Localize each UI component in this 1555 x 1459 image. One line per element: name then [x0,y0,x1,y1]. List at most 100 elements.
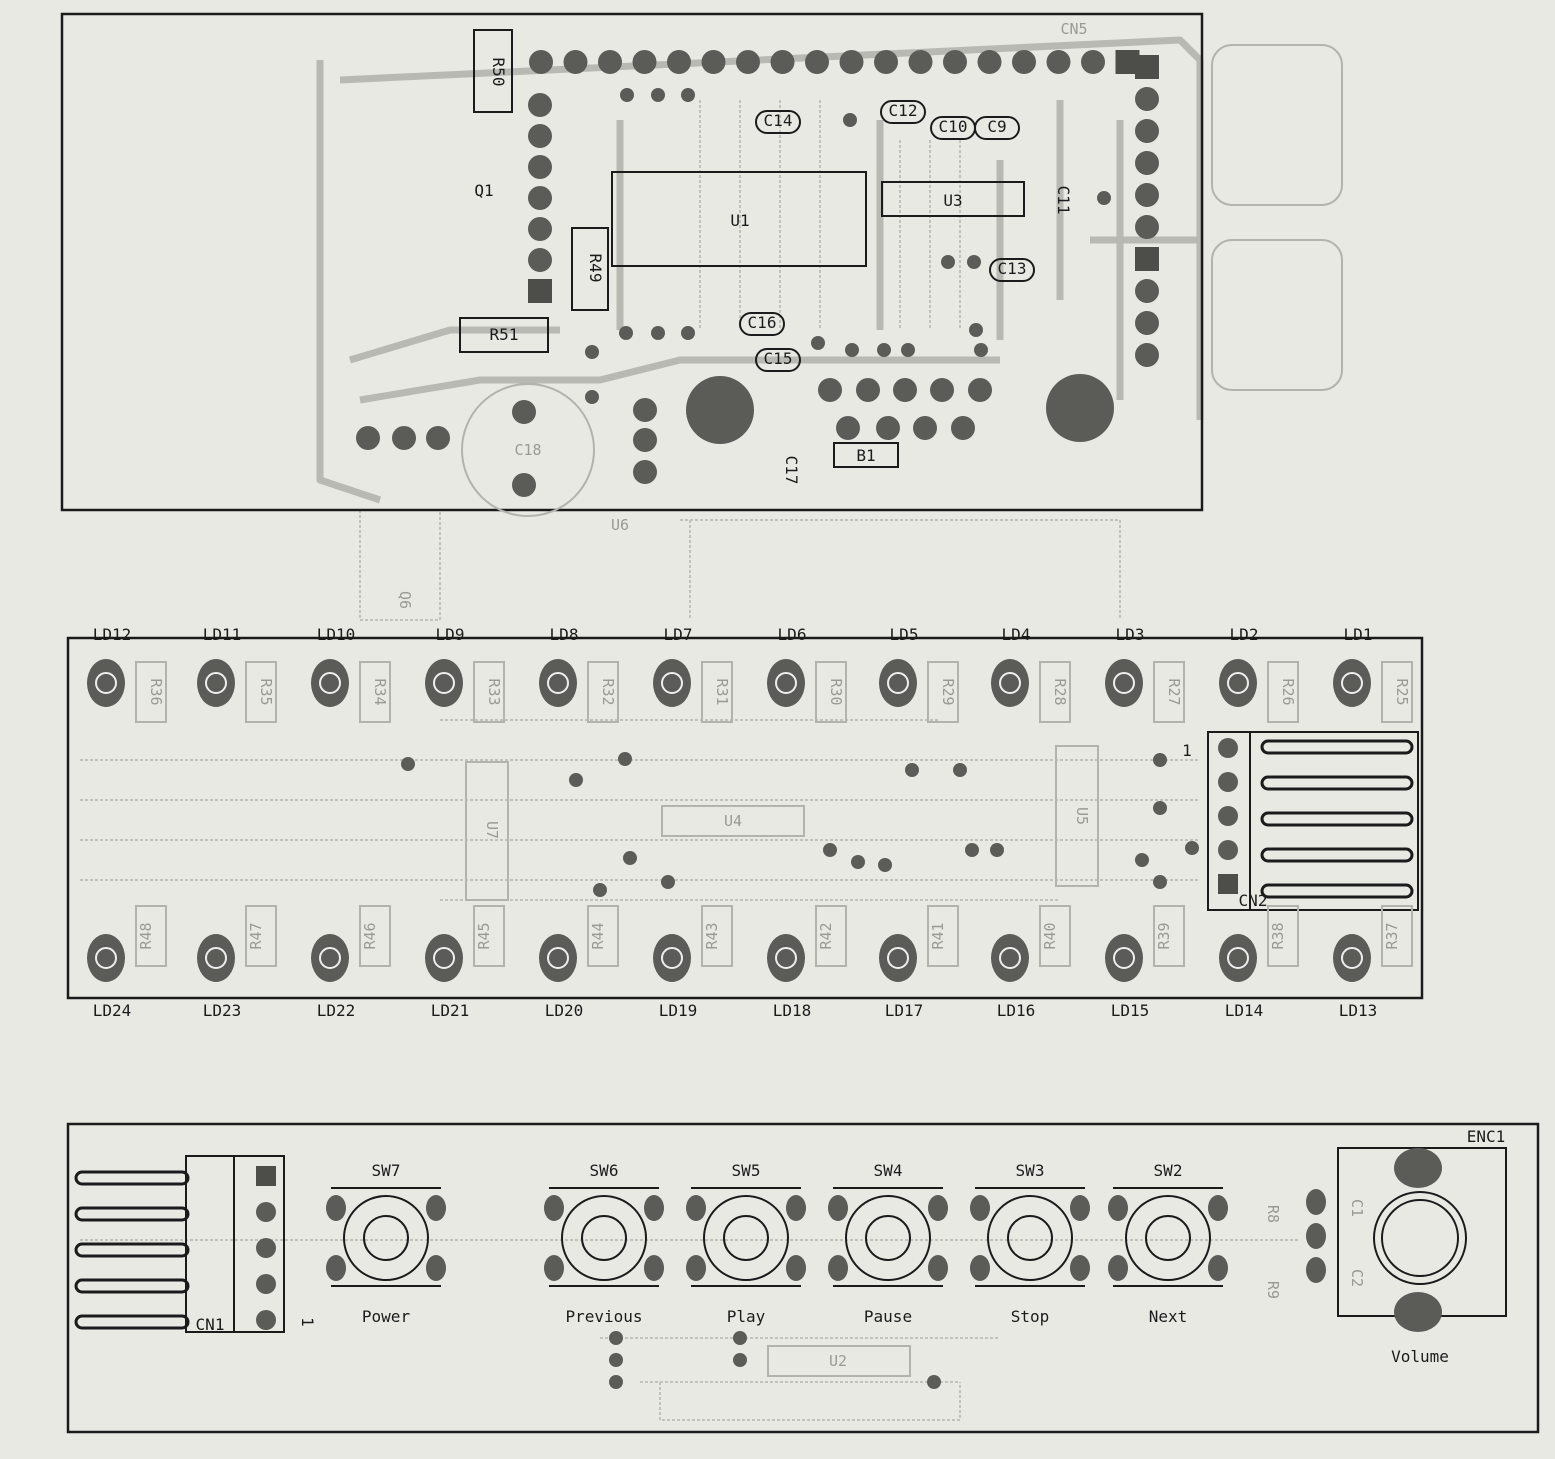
connector-lead [74,1206,190,1222]
via [585,390,599,404]
led-footprint [991,934,1029,982]
through-hole-pad [392,426,416,450]
c18-outline [461,383,595,517]
through-hole-pad [818,378,842,402]
switch-button [845,1195,931,1281]
header-pin [1046,50,1071,74]
led-footprint [425,659,463,707]
via [851,855,865,869]
resistor-label: R40 [1041,922,1059,949]
connector-lead [74,1242,190,1258]
ic-label-u2: U2 [829,1352,847,1370]
led-label-ld15: LD15 [1111,1001,1150,1020]
header-pin [1135,183,1159,207]
header-pin [1135,151,1159,175]
via [401,757,415,771]
switch-pin [1208,1255,1228,1281]
switch-function-label: Next [1149,1307,1188,1326]
via [845,343,859,357]
component-label-c14: C14 [764,111,793,130]
connector-label-cn2: CN2 [1239,891,1268,910]
pin1-marker: 1 [1182,741,1192,760]
led-label-ld2: LD2 [1230,625,1259,644]
led-label-ld10: LD10 [317,625,356,644]
through-hole-pad [913,416,937,440]
switch-pin [1070,1255,1090,1281]
header-pin [943,50,967,74]
component-label-c9: C9 [987,117,1006,136]
led-label-ld11: LD11 [203,625,242,644]
b1-outline [833,442,899,468]
led-label-ld21: LD21 [431,1001,470,1020]
switch-button [1125,1195,1211,1281]
led-footprint [425,934,463,982]
capacitor-outline [755,348,801,372]
silkscreen-label: U6 [611,516,629,534]
resistor-label: R33 [485,678,503,705]
header-pin [1135,119,1159,143]
via [1135,853,1149,867]
connector-pin [256,1274,276,1294]
silkscreen-label: R8 [1264,1205,1282,1223]
led-label-ld24: LD24 [93,1001,132,1020]
via [990,843,1004,857]
connector-pin [256,1310,276,1330]
resistor-label: R47 [247,922,265,949]
connector-label-cn1: CN1 [196,1315,225,1334]
led-label-ld22: LD22 [317,1001,356,1020]
header-pin [528,217,552,241]
u5-outline [1055,745,1099,887]
r49-outline [571,227,609,311]
through-hole-pad [426,426,450,450]
connector-pin [256,1166,276,1186]
capacitor-outline [739,312,785,336]
through-hole-pad [836,416,860,440]
component-label-c13: C13 [998,259,1027,278]
resistor-label: R26 [1279,678,1297,705]
encoder-ref-label: ENC1 [1467,1127,1506,1146]
switch-pin [426,1255,446,1281]
main-board-outline [60,12,1204,512]
switch-pin [828,1255,848,1281]
r51-outline [459,317,549,353]
led-label-ld19: LD19 [659,1001,698,1020]
through-hole-pad [633,398,657,422]
connector-pin [256,1202,276,1222]
encoder-pin [1306,1223,1326,1249]
led-board-outline [66,636,1424,1000]
switch-pin [828,1195,848,1221]
led-label-ld16: LD16 [997,1001,1036,1020]
component-label-c11: C11 [1054,186,1073,215]
connector-pin [1218,874,1238,894]
led-footprint [87,934,125,982]
header-pin [839,50,864,74]
u3-chip [881,181,1025,217]
led-footprint [539,934,577,982]
header-pin [528,186,552,210]
via [609,1331,623,1345]
large-pad [1046,374,1114,442]
led-footprint [653,659,691,707]
led-label-ld5: LD5 [890,625,919,644]
capacitor-outline [880,100,926,124]
switch-ref-label: SW3 [1016,1161,1045,1180]
resistor-label: R46 [361,922,379,949]
via [619,326,633,340]
led-footprint [1333,659,1371,707]
connector-ghost-outline [1211,44,1343,206]
switch-pin [544,1195,564,1221]
via [585,345,599,359]
resistor-label: R30 [827,678,845,705]
led-footprint [539,659,577,707]
header-pin [528,93,552,117]
led-footprint [767,934,805,982]
led-footprint [767,659,805,707]
via [941,255,955,269]
header-pin [528,124,552,148]
led-footprint [1219,934,1257,982]
via [620,88,634,102]
resistor-label: R44 [589,922,607,949]
resistor-label: R37 [1383,922,1401,949]
